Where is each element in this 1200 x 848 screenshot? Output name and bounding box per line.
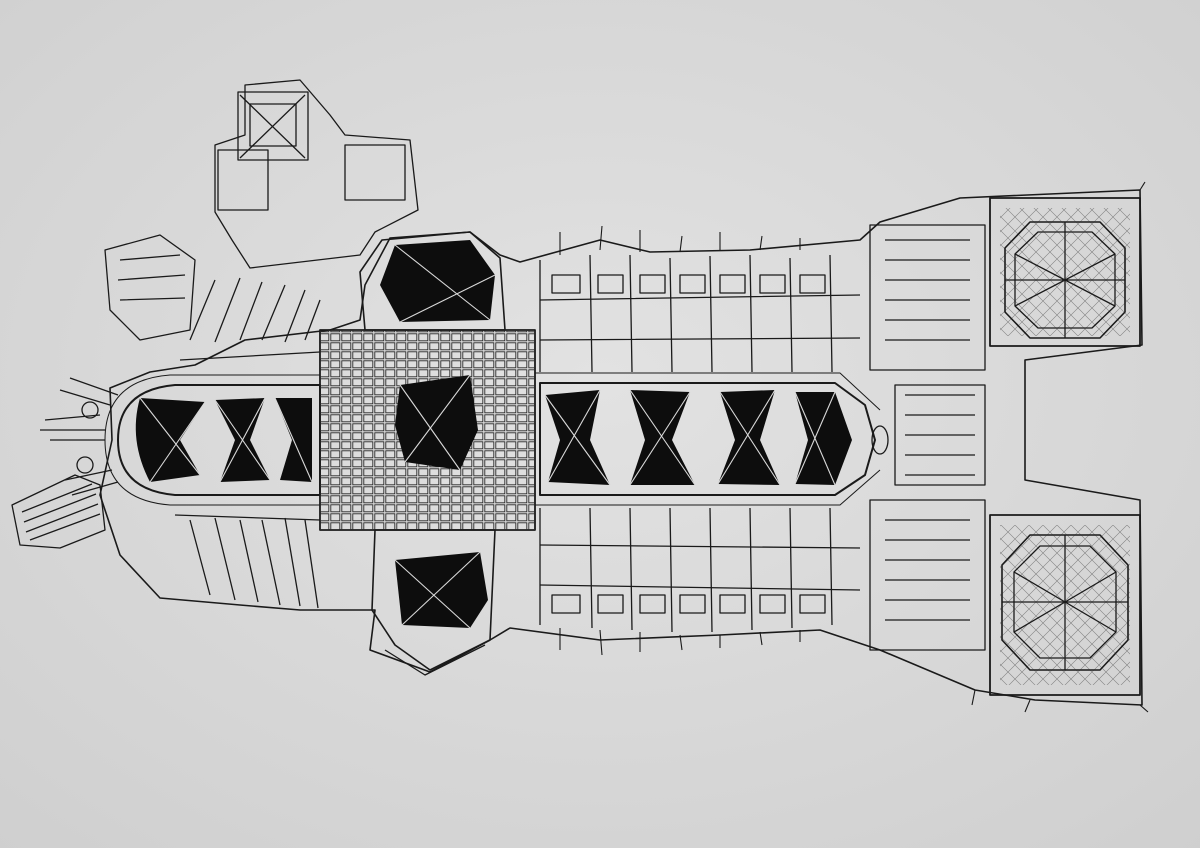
- choir-north-bays: [179, 277, 321, 361]
- flying-buttresses: [559, 181, 1149, 713]
- north-transept: [359, 231, 506, 331]
- radiating-chapels: [40, 234, 196, 496]
- south-tower: [989, 514, 1141, 696]
- nave: [539, 382, 876, 496]
- south-aisle-bays: [539, 507, 861, 633]
- north-aisle-bays: [539, 254, 861, 373]
- apse: [117, 384, 321, 496]
- south-transept: [371, 529, 496, 671]
- vault-ribs: [139, 244, 836, 629]
- choir-south-bays: [174, 514, 321, 609]
- plan-silhouette: [99, 189, 1143, 706]
- north-tower: [989, 197, 1141, 347]
- southwest-wing: [11, 474, 106, 549]
- northwest-annex: [214, 79, 419, 269]
- west-facade: [869, 224, 986, 651]
